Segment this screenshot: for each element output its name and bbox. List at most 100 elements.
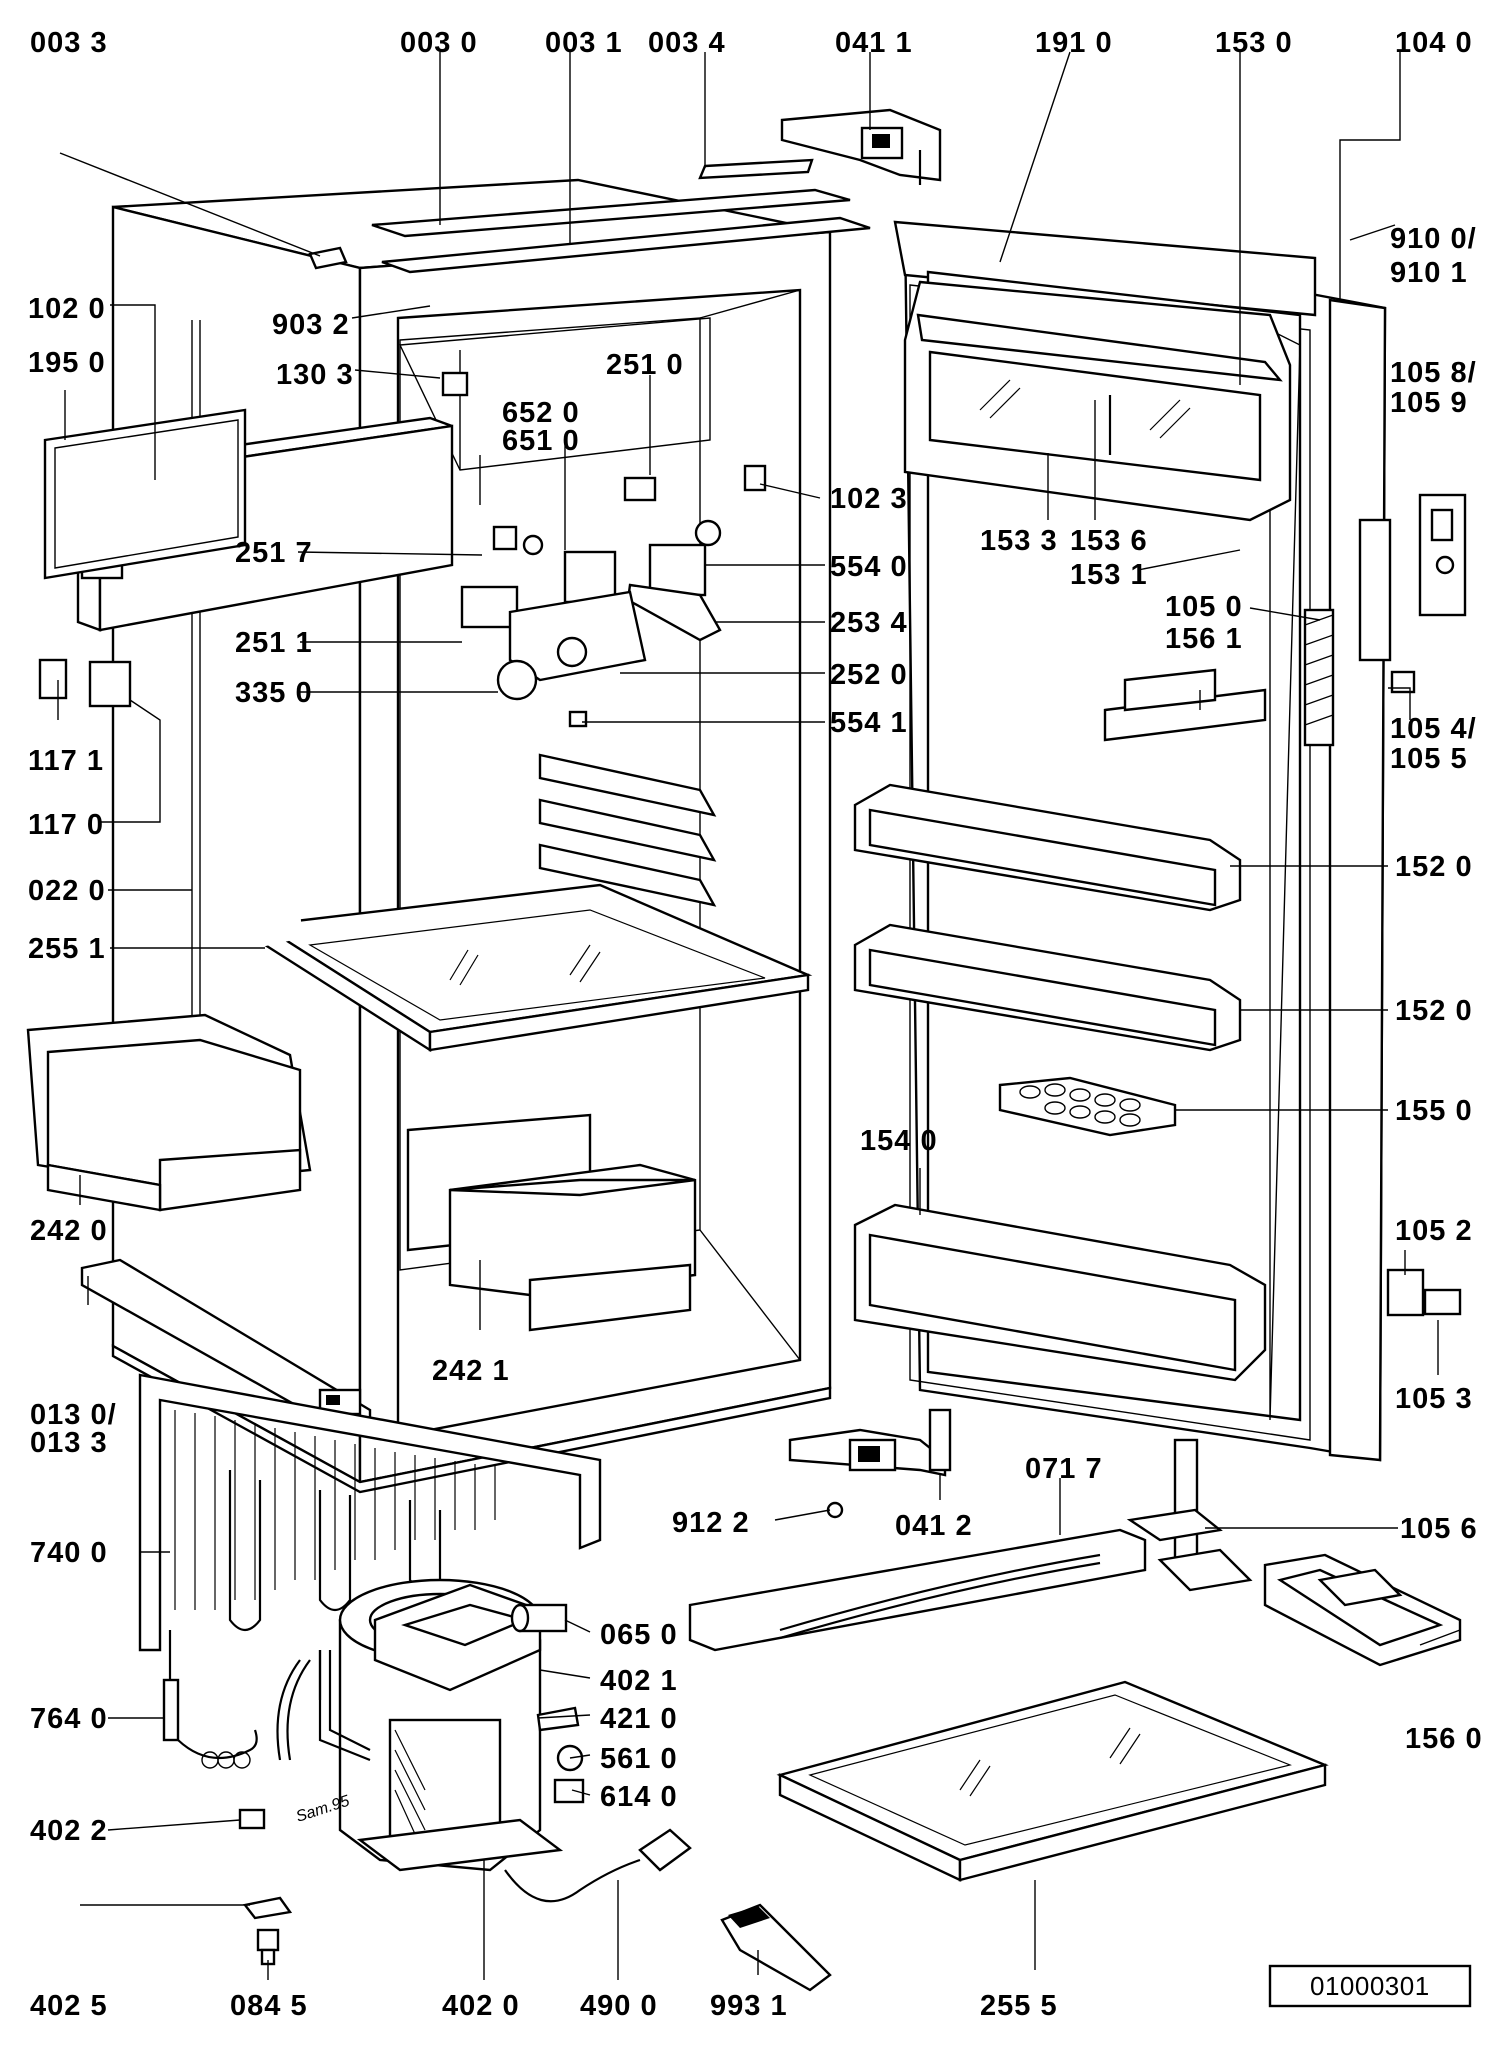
butter-dish-1561 xyxy=(1103,668,1267,742)
callout-1533: 153 3 xyxy=(980,525,1058,557)
callout-labels: 003 3 003 0 003 1 003 4 041 1 191 0 153 … xyxy=(28,27,1482,2022)
bottom-hinge xyxy=(788,1408,952,1477)
bottom-trim-0130 xyxy=(80,1258,372,1432)
callout-1303: 130 3 xyxy=(276,359,354,391)
door-bin-1520-lower xyxy=(853,923,1242,1052)
callout-4022: 402 2 xyxy=(30,1815,108,1847)
callout-9101: 910 1 xyxy=(1390,257,1468,289)
crisper-drawer-2421 xyxy=(406,1113,697,1332)
callout-1058: 105 8/ xyxy=(1390,357,1477,389)
screw-9122 xyxy=(826,1501,844,1519)
door-gasket-top xyxy=(893,220,1317,317)
screw-1054 xyxy=(1390,670,1416,694)
callout-5610: 561 0 xyxy=(600,1743,678,1775)
callout-1531: 153 1 xyxy=(1070,559,1148,591)
crisper-drawer-2420 xyxy=(26,1013,312,1212)
top-trim-strips xyxy=(308,158,871,274)
callout-2420: 242 0 xyxy=(30,1215,108,1247)
compressor-small-parts xyxy=(238,1603,585,1830)
callout-0133: 013 3 xyxy=(30,1427,108,1459)
reference-number: 01000301 xyxy=(1310,1971,1430,2001)
power-cable-4900 xyxy=(504,1828,692,1903)
callout-6520: 652 0 xyxy=(502,397,580,429)
callout-9931: 993 1 xyxy=(710,1990,788,2022)
strip-1050 xyxy=(1303,608,1335,747)
callout-0033: 003 3 xyxy=(30,27,108,59)
egg-tray-1550 xyxy=(998,1076,1177,1137)
callout-2520: 252 0 xyxy=(830,659,908,691)
callout-1520-lower: 152 0 xyxy=(1395,995,1473,1027)
callout-1170: 117 0 xyxy=(28,809,104,841)
callout-1171: 117 1 xyxy=(28,745,104,777)
lamp-2520 xyxy=(508,590,647,682)
leader-lines xyxy=(57,51,1461,1980)
callout-0034: 003 4 xyxy=(648,27,726,59)
callout-2511: 251 1 xyxy=(235,627,313,659)
callout-0130: 013 0/ xyxy=(30,1399,117,1431)
callout-1054: 105 4/ xyxy=(1390,713,1477,745)
clip-0034 xyxy=(698,158,814,180)
callout-4210: 421 0 xyxy=(600,1703,678,1735)
callout-1950: 195 0 xyxy=(28,347,106,379)
callout-2517: 251 7 xyxy=(235,537,313,569)
glass-shelf-2551 xyxy=(245,883,813,1053)
callout-7640: 764 0 xyxy=(30,1703,108,1735)
knob-3350 xyxy=(496,659,538,701)
callout-0031: 003 1 xyxy=(545,27,623,59)
glass-shelf-2555 xyxy=(776,1680,1329,1882)
relay-0650 xyxy=(518,1603,568,1633)
callout-1050: 105 0 xyxy=(1165,591,1243,623)
callout-2510: 251 0 xyxy=(606,349,684,381)
cabinet-bottom-edge xyxy=(111,1343,832,1494)
callout-6140: 614 0 xyxy=(600,1781,678,1813)
callout-2551: 255 1 xyxy=(28,933,106,965)
callout-1055: 105 5 xyxy=(1390,743,1468,775)
shelf-rails xyxy=(538,753,717,907)
cabinet-body xyxy=(111,178,832,1494)
callout-1040: 104 0 xyxy=(1395,27,1473,59)
callout-9100: 910 0/ xyxy=(1390,223,1477,255)
callout-1561: 156 1 xyxy=(1165,623,1243,655)
callout-5540: 554 0 xyxy=(830,551,908,583)
callout-9032: 903 2 xyxy=(272,309,350,341)
callout-9122: 912 2 xyxy=(672,1507,750,1539)
callout-1023: 102 3 xyxy=(830,483,908,515)
top-strip-0031 xyxy=(381,216,871,274)
callout-1550: 155 0 xyxy=(1395,1095,1473,1127)
callout-2421: 242 1 xyxy=(432,1355,510,1387)
callout-0030: 003 0 xyxy=(400,27,478,59)
bottle-bin-1540 xyxy=(853,1203,1267,1382)
foot-0845 xyxy=(256,1928,280,1966)
foot-4022 xyxy=(238,1808,266,1830)
part-1171 xyxy=(38,658,68,700)
hinge-bracket-1058 xyxy=(1358,493,1467,662)
callout-1530: 153 0 xyxy=(1215,27,1293,59)
bulb-holder xyxy=(460,585,519,629)
callout-1056: 105 6 xyxy=(1400,1513,1478,1545)
callout-1536: 153 6 xyxy=(1070,525,1148,557)
bracket-0033 xyxy=(308,246,348,270)
callout-4021: 402 1 xyxy=(600,1665,678,1697)
callout-7400: 740 0 xyxy=(30,1537,108,1569)
callout-1520-upper: 152 0 xyxy=(1395,851,1473,883)
callout-2555: 255 5 xyxy=(980,1990,1058,2022)
callout-1540: 154 0 xyxy=(860,1125,938,1157)
callout-0411: 041 1 xyxy=(835,27,913,59)
back-panel-1950 xyxy=(43,408,247,580)
callout-4900: 490 0 xyxy=(580,1990,658,2022)
callout-0650: 065 0 xyxy=(600,1619,678,1651)
overload-6140 xyxy=(553,1778,585,1804)
callout-0412: 041 2 xyxy=(895,1510,973,1542)
callout-1053: 105 3 xyxy=(1395,1383,1473,1415)
callout-1052: 105 2 xyxy=(1395,1215,1473,1247)
control-components xyxy=(441,371,767,728)
door-bin-1520-upper xyxy=(853,783,1242,912)
trim-0717 xyxy=(688,1528,1147,1652)
reference-box: 01000301 xyxy=(1268,1964,1472,2008)
scraper-9931 xyxy=(720,1903,832,1992)
callout-0845: 084 5 xyxy=(230,1990,308,2022)
callout-4025: 402 5 xyxy=(30,1990,108,2022)
callout-0717: 071 7 xyxy=(1025,1453,1103,1485)
callout-1020: 102 0 xyxy=(28,293,106,325)
